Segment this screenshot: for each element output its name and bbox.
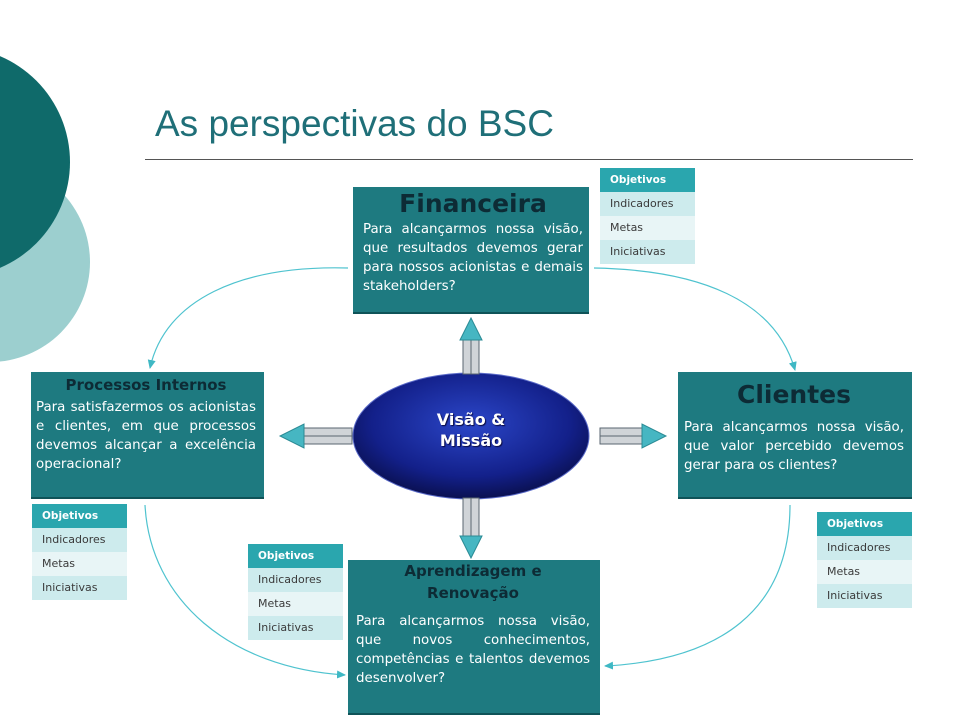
curve-proc-to-apr xyxy=(144,504,346,679)
clientes-text: Para alcançarmos nossa visão, que valor … xyxy=(684,420,904,473)
list-item: Iniciativas xyxy=(600,240,695,264)
list-item: Iniciativas xyxy=(248,616,343,640)
page-title: As perspectivas do BSC xyxy=(155,103,554,144)
list-item: Iniciativas xyxy=(817,584,912,608)
list-item: Metas xyxy=(600,216,695,240)
box-clientes: Clientes Para alcançarmos nossa visão, q… xyxy=(678,372,912,499)
curve-cli-to-apr xyxy=(604,504,791,670)
list-aprendizagem: Objetivos Indicadores Metas Iniciativas xyxy=(248,544,343,640)
arrow-left xyxy=(278,423,353,449)
list-item: Objetivos xyxy=(32,504,127,528)
list-item: Metas xyxy=(32,552,127,576)
decor-circle-dark xyxy=(0,56,70,268)
curve-fin-to-proc xyxy=(147,267,349,369)
curve-fin-to-cli xyxy=(593,267,797,371)
arrow-down xyxy=(459,497,483,560)
list-processos: Objetivos Indicadores Metas Iniciativas xyxy=(32,504,127,600)
box-aprendizagem: Aprendizagem e Renovação Para alcançarmo… xyxy=(348,560,600,715)
list-item: Iniciativas xyxy=(32,576,127,600)
list-item: Indicadores xyxy=(248,568,343,592)
list-financeira: Objetivos Indicadores Metas Iniciativas xyxy=(600,168,695,264)
processos-title: Processos Internos xyxy=(65,376,227,394)
clientes-title: Clientes xyxy=(736,380,852,409)
financeira-text: Para alcançarmos nossa visão, que result… xyxy=(363,222,583,294)
financeira-title: Financeira xyxy=(399,189,547,218)
arrow-up xyxy=(459,316,483,375)
aprendizagem-text: Para alcançarmos nossa visão, que novos … xyxy=(356,614,590,686)
aprendizagem-title: Aprendizagem e Renovação xyxy=(356,560,590,604)
list-item: Objetivos xyxy=(600,168,695,192)
list-item: Indicadores xyxy=(32,528,127,552)
list-item: Metas xyxy=(817,560,912,584)
list-item: Objetivos xyxy=(817,512,912,536)
list-clientes: Objetivos Indicadores Metas Iniciativas xyxy=(817,512,912,608)
arrow-right xyxy=(599,423,668,449)
list-item: Indicadores xyxy=(600,192,695,216)
list-item: Indicadores xyxy=(817,536,912,560)
list-item: Objetivos xyxy=(248,544,343,568)
center-label: Visão & Missão xyxy=(413,409,529,451)
box-financeira: Financeira Para alcançarmos nossa visão,… xyxy=(353,187,589,314)
title-divider xyxy=(145,159,913,160)
center-label-line1: Visão & xyxy=(436,410,506,429)
processos-text: Para satisfazermos os acionistas e clien… xyxy=(36,400,256,472)
center-label-line2: Missão xyxy=(439,431,503,450)
box-processos-internos: Processos Internos Para satisfazermos os… xyxy=(31,372,264,499)
aprendizagem-title-line2: Renovação xyxy=(427,584,519,602)
list-item: Metas xyxy=(248,592,343,616)
aprendizagem-title-line1: Aprendizagem e xyxy=(404,562,542,580)
